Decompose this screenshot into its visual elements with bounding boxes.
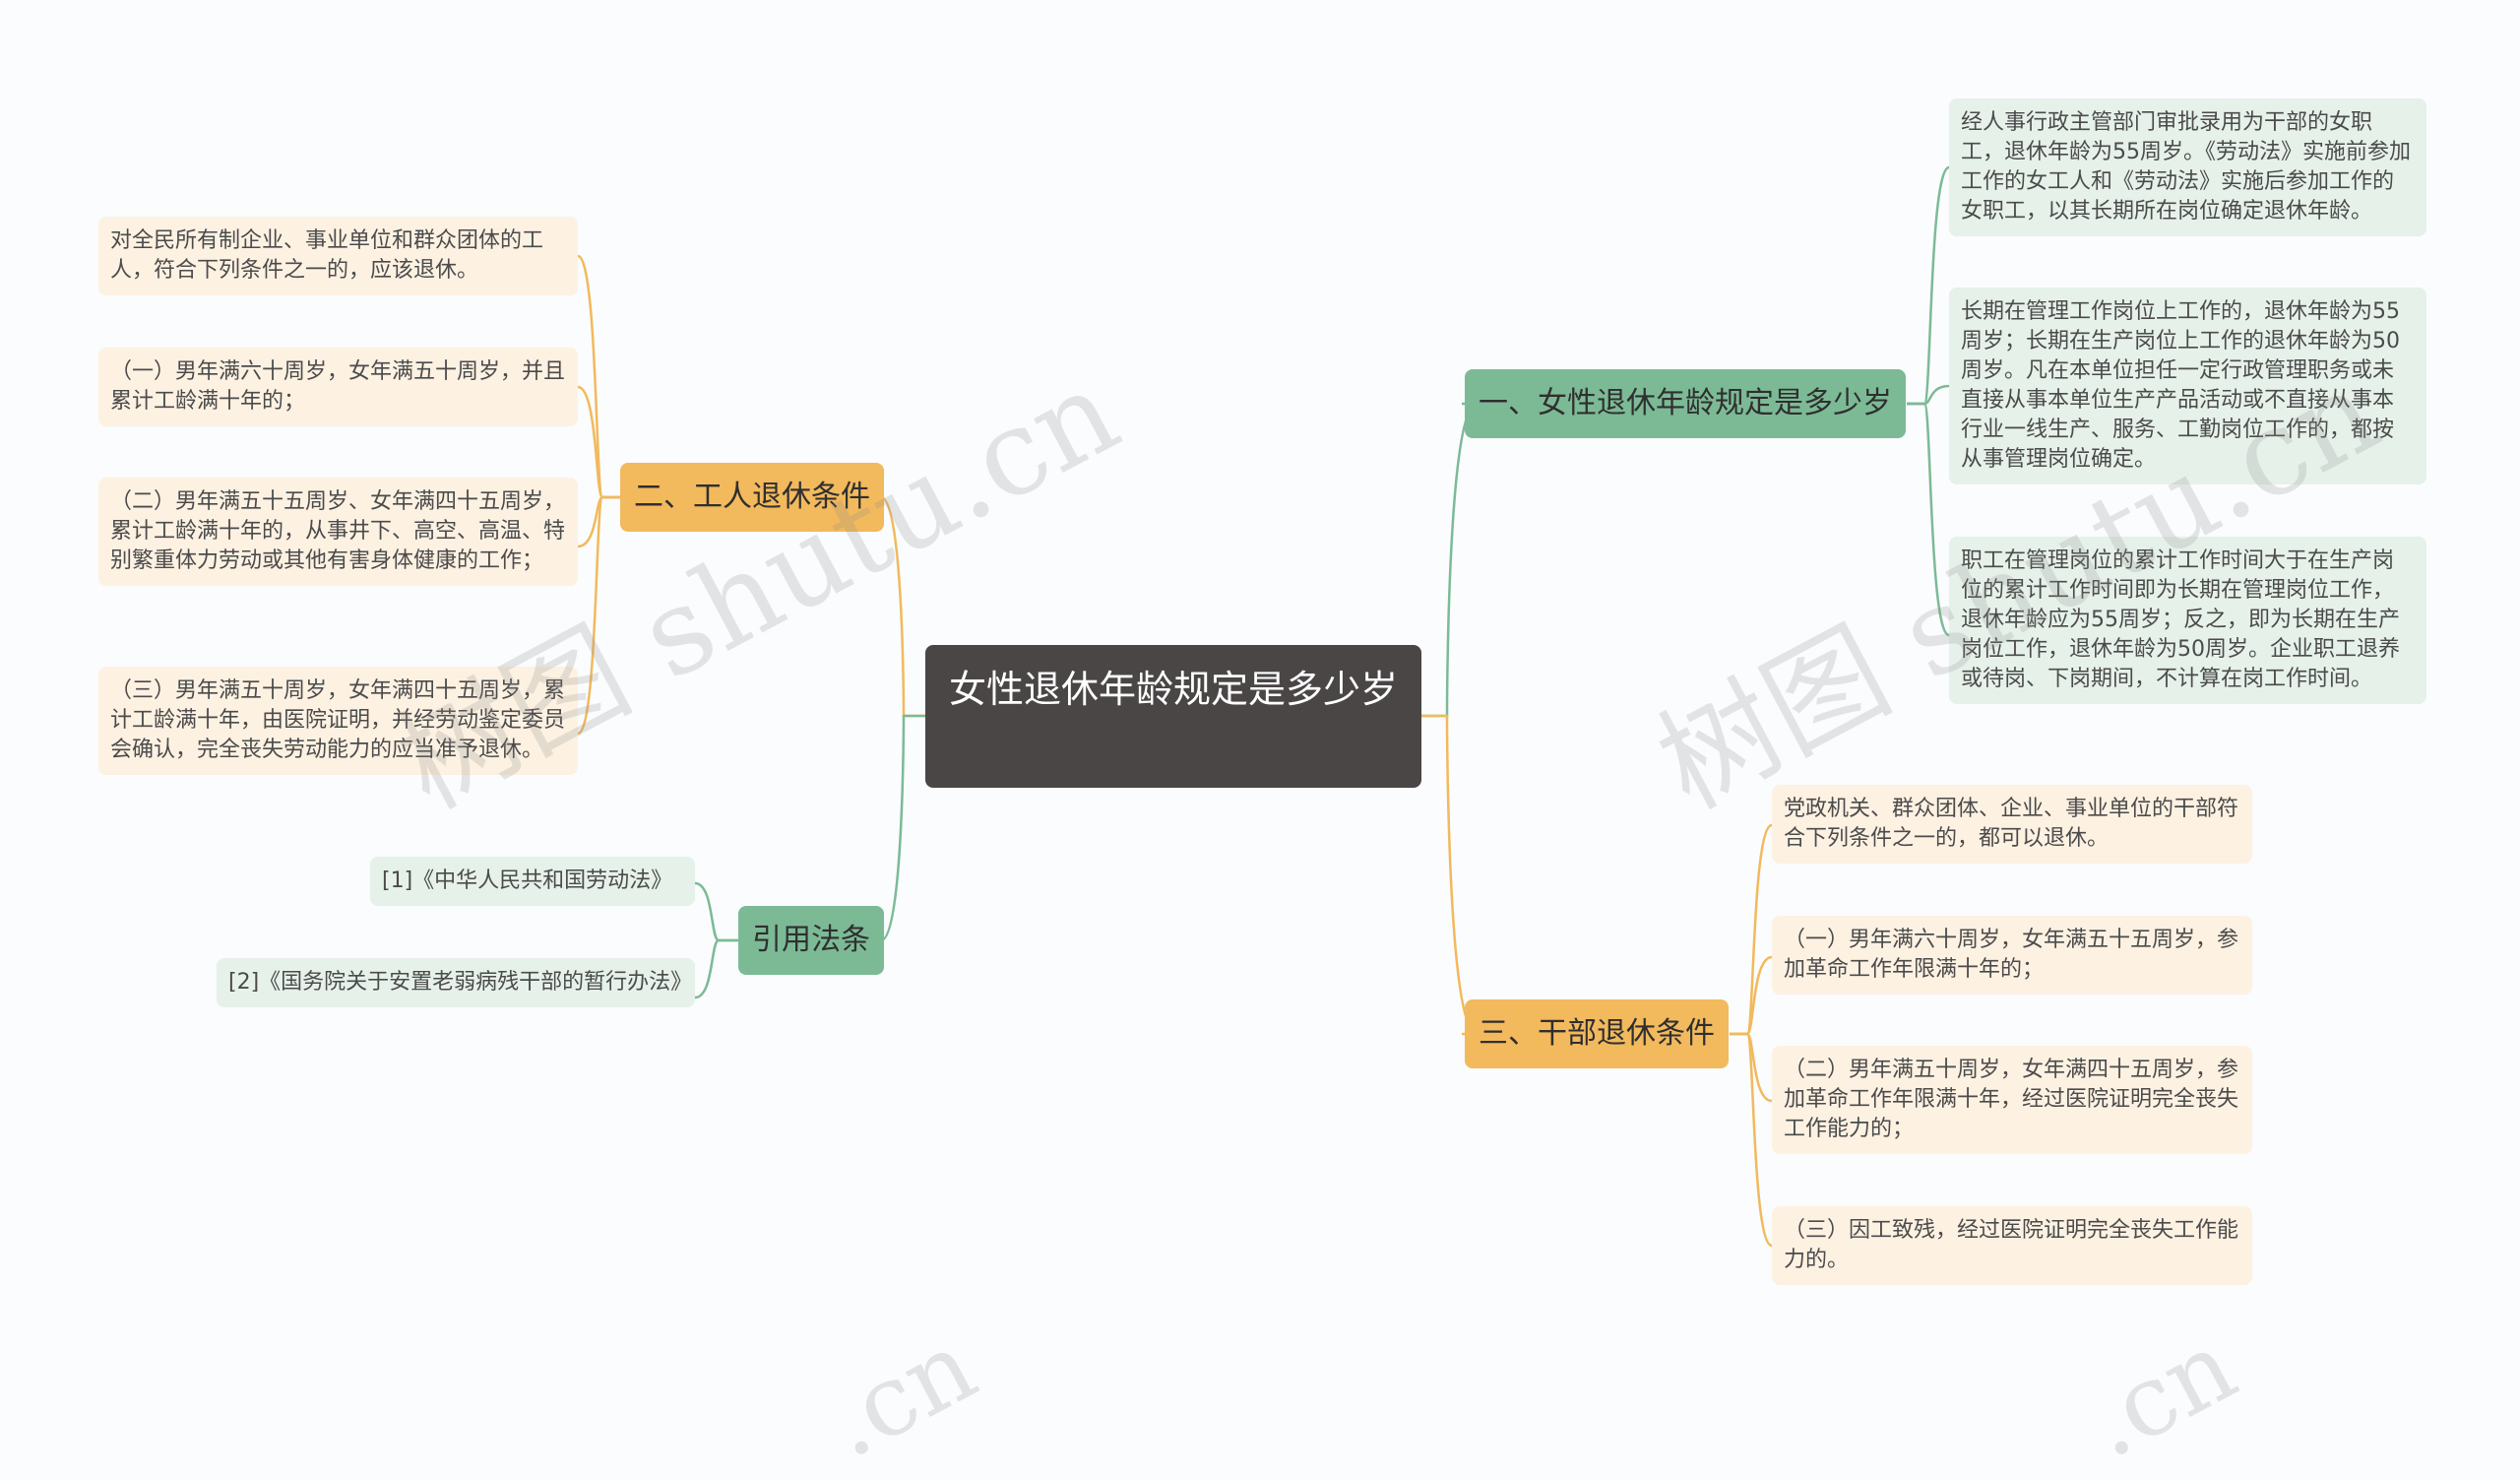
leaf-text: [2]《国务院关于安置老弱病残干部的暂行办法》	[228, 970, 693, 995]
link-cadre-1	[1730, 823, 1773, 1036]
branch-label: 引用法条	[752, 923, 870, 957]
link-refs-2	[694, 938, 738, 999]
leaf-female-age-3[interactable]: 职工在管理岗位的累计工作时间大于在生产岗位的累计工作时间即为长期在管理岗位工作，…	[1949, 537, 2426, 704]
leaf-cadre-4[interactable]: （三）因工致残，经过医院证明完全丧失工作能力的。	[1772, 1206, 2252, 1285]
leaf-cadre-1[interactable]: 党政机关、群众团体、企业、事业单位的干部符合下列条件之一的，都可以退休。	[1772, 785, 2252, 864]
link-root-worker	[880, 495, 925, 718]
leaf-worker-2[interactable]: （一）男年满六十周岁，女年满五十周岁，并且累计工龄满十年的；	[98, 348, 578, 426]
leaf-female-age-2[interactable]: 长期在管理工作岗位上工作的，退休年龄为55周岁；长期在生产岗位上工作的退休年龄为…	[1949, 288, 2426, 484]
leaf-text: （三）因工致残，经过医院证明完全丧失工作能力的。	[1784, 1218, 2239, 1272]
branch-cadre-retirement[interactable]: 三、干部退休条件	[1465, 999, 1729, 1068]
leaf-reference-2[interactable]: [2]《国务院关于安置老弱病残干部的暂行办法》	[217, 958, 695, 1007]
branch-female-retirement-age[interactable]: 一、女性退休年龄规定是多少岁	[1465, 369, 1906, 438]
branch-label: 一、女性退休年龄规定是多少岁	[1479, 386, 1892, 420]
leaf-text: 经人事行政主管部门审批录用为干部的女职工，退休年龄为55周岁。《劳动法》实施前参…	[1961, 110, 2411, 224]
branch-label: 二、工人退休条件	[634, 480, 870, 514]
leaf-text: [1]《中华人民共和国劳动法》	[382, 869, 673, 893]
leaf-cadre-2[interactable]: （一）男年满六十周岁，女年满五十五周岁，参加革命工作年限满十年的；	[1772, 916, 2252, 995]
branch-label: 三、干部退休条件	[1479, 1016, 1715, 1051]
link-worker-4	[577, 495, 620, 736]
link-female-1	[1907, 165, 1950, 406]
branch-worker-retirement[interactable]: 二、工人退休条件	[620, 463, 884, 532]
leaf-text: 职工在管理岗位的累计工作时间大于在生产岗位的累计工作时间即为长期在管理岗位工作，…	[1961, 548, 2400, 691]
leaf-text: 长期在管理工作岗位上工作的，退休年龄为55周岁；长期在生产岗位上工作的退休年龄为…	[1961, 299, 2400, 472]
leaf-text: （一）男年满六十周岁，女年满五十周岁，并且累计工龄满十年的；	[110, 359, 566, 414]
link-refs-1	[694, 881, 738, 942]
link-worker-2	[577, 385, 620, 499]
branch-references[interactable]: 引用法条	[738, 906, 884, 975]
link-root-cadre	[1421, 714, 1478, 1036]
root-title: 女性退休年龄规定是多少岁	[948, 668, 1398, 711]
leaf-text: （三）男年满五十周岁，女年满四十五周岁，累计工龄满十年，由医院证明，并经劳动鉴定…	[110, 678, 566, 762]
link-root-female	[1421, 402, 1478, 718]
link-worker-1	[577, 254, 620, 499]
link-cadre-4	[1730, 1032, 1773, 1248]
leaf-reference-1[interactable]: [1]《中华人民共和国劳动法》	[370, 857, 695, 906]
leaf-text: （一）男年满六十周岁，女年满五十五周岁，参加革命工作年限满十年的；	[1784, 928, 2239, 982]
root-topic[interactable]: 女性退休年龄规定是多少岁	[925, 645, 1421, 788]
leaf-text: 对全民所有制企业、事业单位和群众团体的工人，符合下列条件之一的，应该退休。	[110, 228, 544, 283]
link-root-refs	[880, 714, 925, 942]
leaf-text: 党政机关、群众团体、企业、事业单位的干部符合下列条件之一的，都可以退休。	[1784, 797, 2239, 851]
leaf-text: （二）男年满五十周岁，女年满四十五周岁，参加革命工作年限满十年，经过医院证明完全…	[1784, 1058, 2239, 1141]
leaf-cadre-3[interactable]: （二）男年满五十周岁，女年满四十五周岁，参加革命工作年限满十年，经过医院证明完全…	[1772, 1046, 2252, 1154]
mindmap-canvas: 女性退休年龄规定是多少岁 一、女性退休年龄规定是多少岁 经人事行政主管部门审批录…	[98, 98, 2426, 1480]
leaf-worker-1[interactable]: 对全民所有制企业、事业单位和群众团体的工人，符合下列条件之一的，应该退休。	[98, 217, 578, 295]
leaf-text: （二）男年满五十五周岁、女年满四十五周岁，累计工龄满十年的，从事井下、高空、高温…	[110, 489, 566, 573]
link-female-3	[1907, 402, 1950, 637]
connector-lines	[577, 165, 1950, 1248]
leaf-female-age-1[interactable]: 经人事行政主管部门审批录用为干部的女职工，退休年龄为55周岁。《劳动法》实施前参…	[1949, 98, 2426, 236]
leaf-worker-4[interactable]: （三）男年满五十周岁，女年满四十五周岁，累计工龄满十年，由医院证明，并经劳动鉴定…	[98, 667, 578, 775]
leaf-worker-3[interactable]: （二）男年满五十五周岁、女年满四十五周岁，累计工龄满十年的，从事井下、高空、高温…	[98, 478, 578, 586]
